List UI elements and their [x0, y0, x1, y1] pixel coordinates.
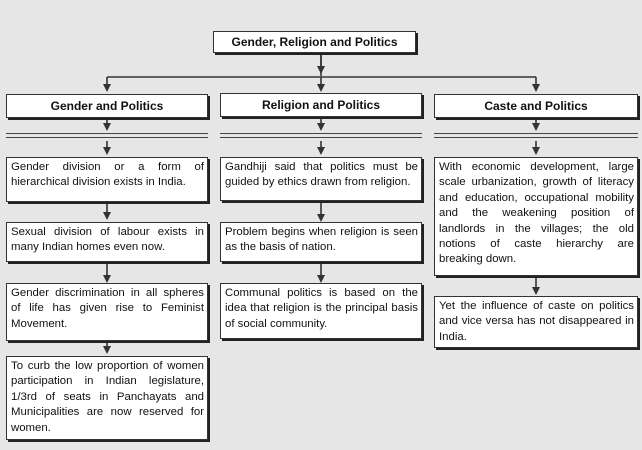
separator-line	[6, 133, 208, 134]
diagram-title: Gender, Religion and Politics	[231, 35, 398, 49]
religion-point-text: Gandhiji said that politics must be guid…	[225, 161, 418, 189]
title-box: Gender, Religion and Politics	[213, 31, 416, 53]
gender-point-text: Sexual division of labour exists in many…	[11, 226, 204, 254]
religion-point-text: Communal politics is based on the idea t…	[225, 287, 418, 330]
gender-point-box: Gender division or a form of hierarchica…	[6, 157, 208, 202]
separator-line	[220, 137, 422, 138]
heading-religion-box: Religion and Politics	[220, 93, 422, 117]
religion-point-box: Problem begins when religion is seen as …	[220, 222, 422, 262]
caste-point-text: Yet the influence of caste on politics a…	[439, 300, 634, 343]
heading-caste: Caste and Politics	[484, 99, 588, 113]
religion-point-text: Problem begins when religion is seen as …	[225, 226, 418, 254]
gender-point-text: To curb the low proportion of women part…	[11, 360, 204, 434]
heading-caste-box: Caste and Politics	[434, 94, 638, 118]
gender-point-box: Sexual division of labour exists in many…	[6, 222, 208, 262]
separator-line	[434, 133, 638, 134]
gender-point-text: Gender division or a form of hierarchica…	[11, 161, 204, 189]
separator-line	[220, 133, 422, 134]
gender-point-box: Gender discrimination in all spheres of …	[6, 283, 208, 341]
caste-point-box: Yet the influence of caste on politics a…	[434, 296, 638, 348]
caste-point-text: With economic development, large scale u…	[439, 161, 634, 266]
gender-point-box: To curb the low proportion of women part…	[6, 356, 208, 440]
separator-line	[434, 137, 638, 138]
heading-gender-box: Gender and Politics	[6, 94, 208, 118]
gender-point-text: Gender discrimination in all spheres of …	[11, 287, 204, 330]
heading-gender: Gender and Politics	[50, 99, 164, 113]
religion-point-box: Communal politics is based on the idea t…	[220, 283, 422, 339]
caste-point-box: With economic development, large scale u…	[434, 157, 638, 276]
separator-line	[6, 137, 208, 138]
heading-religion: Religion and Politics	[261, 98, 380, 112]
religion-point-box: Gandhiji said that politics must be guid…	[220, 157, 422, 201]
